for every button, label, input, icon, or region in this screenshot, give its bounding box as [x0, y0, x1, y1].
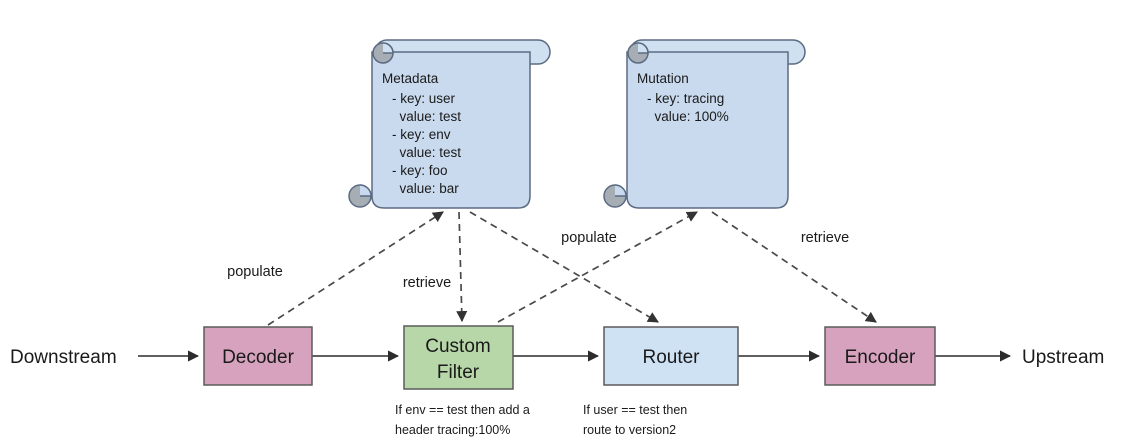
encoder-label: Encoder	[845, 347, 916, 368]
node-decoder[interactable]: Decoder	[203, 326, 313, 386]
custom-filter-box	[403, 325, 514, 390]
edge-label-retrieve-metadata: retrieve	[403, 275, 451, 291]
metadata-line-1: - key: user	[392, 91, 456, 106]
node-encoder[interactable]: Encoder	[824, 326, 936, 386]
label-downstream: Downstream	[10, 347, 117, 368]
metadata-line-3: - key: env	[392, 127, 451, 142]
metadata-top-curl-line	[382, 42, 394, 54]
label-upstream: Upstream	[1022, 347, 1104, 368]
mutation-line-1: - key: tracing	[647, 91, 724, 106]
edge-mutation-retrieve-encoder	[711, 211, 877, 323]
metadata-top-curl-cut	[383, 43, 393, 53]
decoder-label: Decoder	[222, 347, 294, 368]
node-router[interactable]: Router	[603, 326, 739, 386]
mutation-title: Mutation	[637, 71, 689, 86]
metadata-line-4: value: test	[392, 145, 461, 160]
custom-filter-note-line1: If env == test then add a	[395, 403, 530, 417]
edge-filter-populate-mutation	[497, 211, 698, 323]
note-custom-filter: If env == test then add a header tracing…	[395, 403, 530, 437]
store-mutation[interactable]: Mutation - key: tracing value: 100%	[603, 39, 806, 209]
metadata-line-2: value: test	[392, 109, 461, 124]
metadata-bottom-curl-cut	[360, 185, 371, 196]
mutation-bottom-curl-line	[614, 184, 627, 197]
router-note-line2: route to version2	[583, 423, 676, 437]
router-box	[603, 326, 739, 386]
edge-decoder-populate-metadata	[267, 211, 444, 326]
node-custom-filter[interactable]: Custom Filter	[403, 325, 514, 390]
encoder-box	[824, 326, 936, 386]
custom-filter-label-line2: Filter	[437, 362, 480, 383]
metadata-bottom-curl-line	[359, 184, 372, 197]
edge-metadata-retrieve-filter	[456, 211, 468, 323]
router-note-line1: If user == test then	[583, 403, 687, 417]
metadata-line-6: value: bar	[392, 181, 459, 196]
mutation-top-curl-cut	[638, 43, 648, 53]
metadata-line-5: - key: foo	[392, 163, 448, 178]
custom-filter-label-line1: Custom	[425, 336, 490, 357]
mutation-scroll-body	[626, 51, 789, 209]
edge-metadata-to-router	[469, 211, 659, 323]
decoder-box	[203, 326, 313, 386]
note-router: If user == test then route to version2	[583, 403, 687, 437]
metadata-scroll-body	[371, 51, 531, 209]
edge-label-populate-mutation: populate	[561, 230, 617, 246]
edge-label-retrieve-mutation: retrieve	[801, 230, 849, 246]
store-metadata[interactable]: Metadata - key: user value: test - key: …	[348, 39, 551, 209]
custom-filter-note-line2: header tracing:100%	[395, 423, 510, 437]
mutation-line-2: value: 100%	[647, 109, 729, 124]
mutation-bottom-curl-cut	[615, 185, 626, 196]
edge-label-populate-metadata: populate	[227, 264, 283, 280]
router-label: Router	[642, 347, 700, 368]
metadata-title: Metadata	[382, 71, 439, 86]
mutation-top-curl-line	[637, 42, 649, 54]
